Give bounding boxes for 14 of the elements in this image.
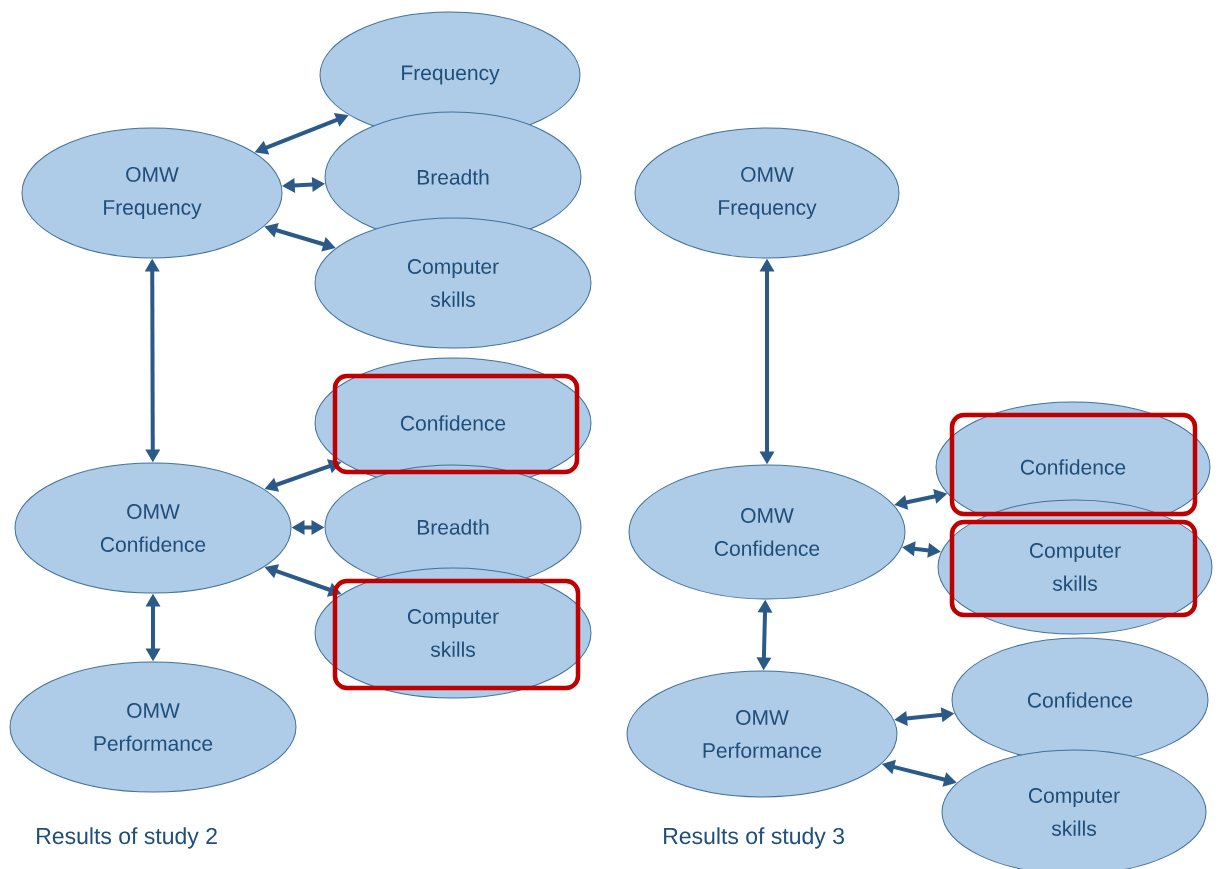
ellipse-node: OMW Confidence	[628, 464, 906, 600]
ellipse-node: Computer skills	[937, 499, 1213, 635]
caption-text: Results of study 3	[664, 827, 844, 849]
ellipse-node: Computer skills	[314, 217, 592, 349]
ellipse-node: Computer skills	[314, 567, 592, 699]
ellipse-node: OMW Performance	[626, 670, 898, 798]
caption-text: Results of study 2	[37, 827, 217, 849]
ellipse-node: OMW Confidence	[14, 462, 292, 594]
node-label: Computer skills	[1029, 543, 1121, 591]
ellipse-node: Confidence	[951, 637, 1209, 763]
ellipse-node: Computer skills	[941, 749, 1207, 869]
ellipse-node: OMW Performance	[9, 661, 297, 793]
ellipse-node: OMW Frequency	[634, 127, 900, 259]
ellipse-node: OMW Frequency	[21, 127, 283, 259]
